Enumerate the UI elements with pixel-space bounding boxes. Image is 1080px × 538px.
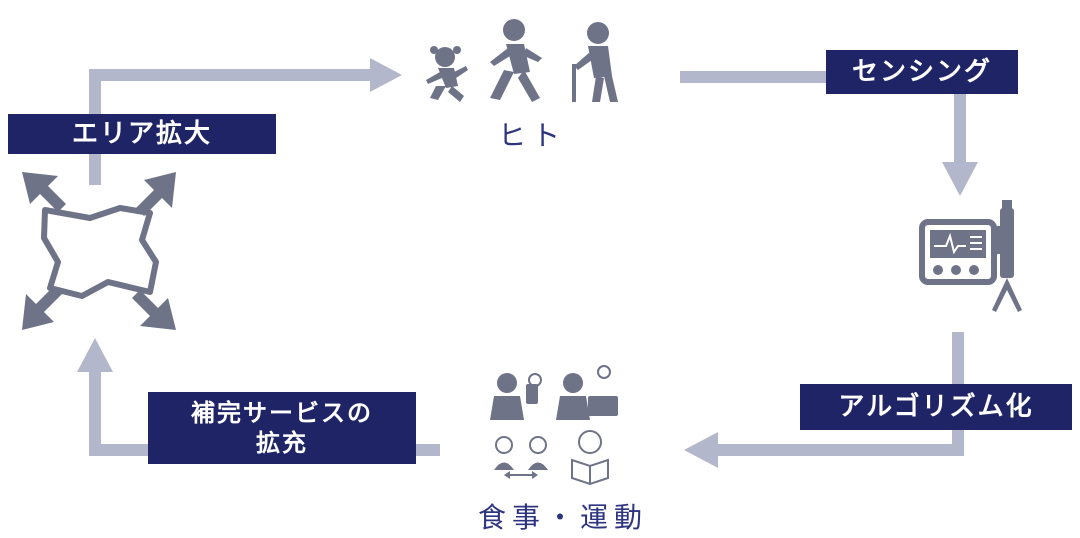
meal-exercise-icons [490, 365, 618, 486]
map-expand-icon [22, 172, 176, 330]
service-expansion-label: 補完サービスの 拡充 [148, 392, 416, 464]
arrow-head-right-top [370, 58, 402, 92]
person-tablet-icon [556, 365, 618, 420]
arrow-sensing-to-meal [710, 332, 964, 456]
expand-arrow-bl [22, 286, 62, 330]
arrow-head-left-bottom [684, 432, 718, 468]
area-expansion-label: エリア拡大 [8, 114, 276, 154]
person-phone-icon [490, 373, 542, 420]
algorithm-label: アルゴリズム化 [800, 384, 1072, 430]
girl-running-icon [426, 46, 468, 102]
two-people-exchange-icon [494, 436, 548, 479]
sensor-device-icon [919, 200, 1022, 312]
service-label-line2: 拡充 [256, 429, 308, 457]
sensing-label: センシング [826, 50, 1018, 94]
expand-arrow-tr [136, 172, 176, 216]
arrow-head-up-left [77, 338, 113, 372]
arrow-head-down-right [942, 162, 978, 196]
elderly-cane-icon [572, 22, 618, 102]
expand-arrow-tl [22, 172, 66, 212]
meal-exercise-node-label: 食事・運動 [478, 501, 649, 534]
people-icons [426, 19, 618, 102]
person-reading-icon [571, 430, 609, 486]
service-label-line1: 補完サービスの [191, 399, 373, 427]
man-walking-icon [490, 19, 542, 102]
arrow-heads [77, 58, 978, 468]
expand-arrow-br [132, 290, 176, 330]
people-node-label: ヒト [498, 119, 567, 152]
